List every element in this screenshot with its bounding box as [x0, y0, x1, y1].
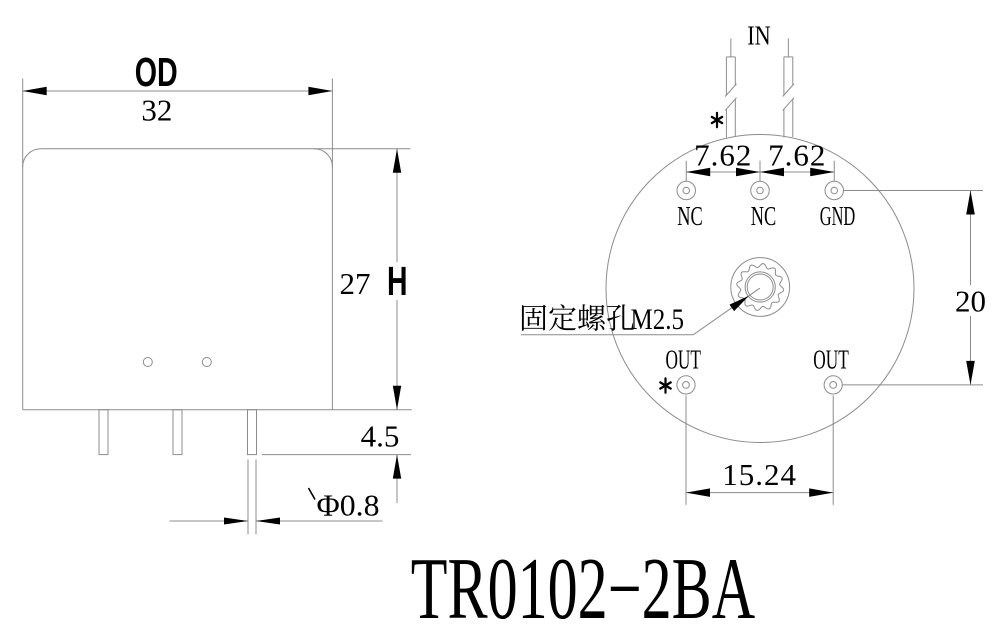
svg-text:OD: OD [135, 49, 178, 95]
svg-text:27: 27 [340, 266, 371, 301]
svg-text:NC: NC [751, 201, 777, 231]
svg-text:20: 20 [955, 284, 986, 319]
svg-text:Φ0.8: Φ0.8 [317, 488, 380, 523]
svg-text:TR0102−2BA: TR0102−2BA [411, 541, 755, 633]
svg-text:7.62: 7.62 [694, 138, 752, 173]
svg-text:OUT: OUT [813, 344, 849, 374]
svg-text:IN: IN [747, 20, 771, 50]
svg-text:4.5: 4.5 [361, 419, 400, 454]
svg-text:GND: GND [820, 201, 856, 231]
svg-text:H: H [387, 258, 408, 304]
svg-text:7.62: 7.62 [768, 138, 826, 173]
svg-text:M2.5: M2.5 [631, 303, 685, 336]
svg-text:32: 32 [141, 93, 172, 128]
svg-text:OUT: OUT [665, 344, 701, 374]
svg-text:NC: NC [677, 201, 703, 231]
svg-text:15.24: 15.24 [722, 457, 797, 492]
